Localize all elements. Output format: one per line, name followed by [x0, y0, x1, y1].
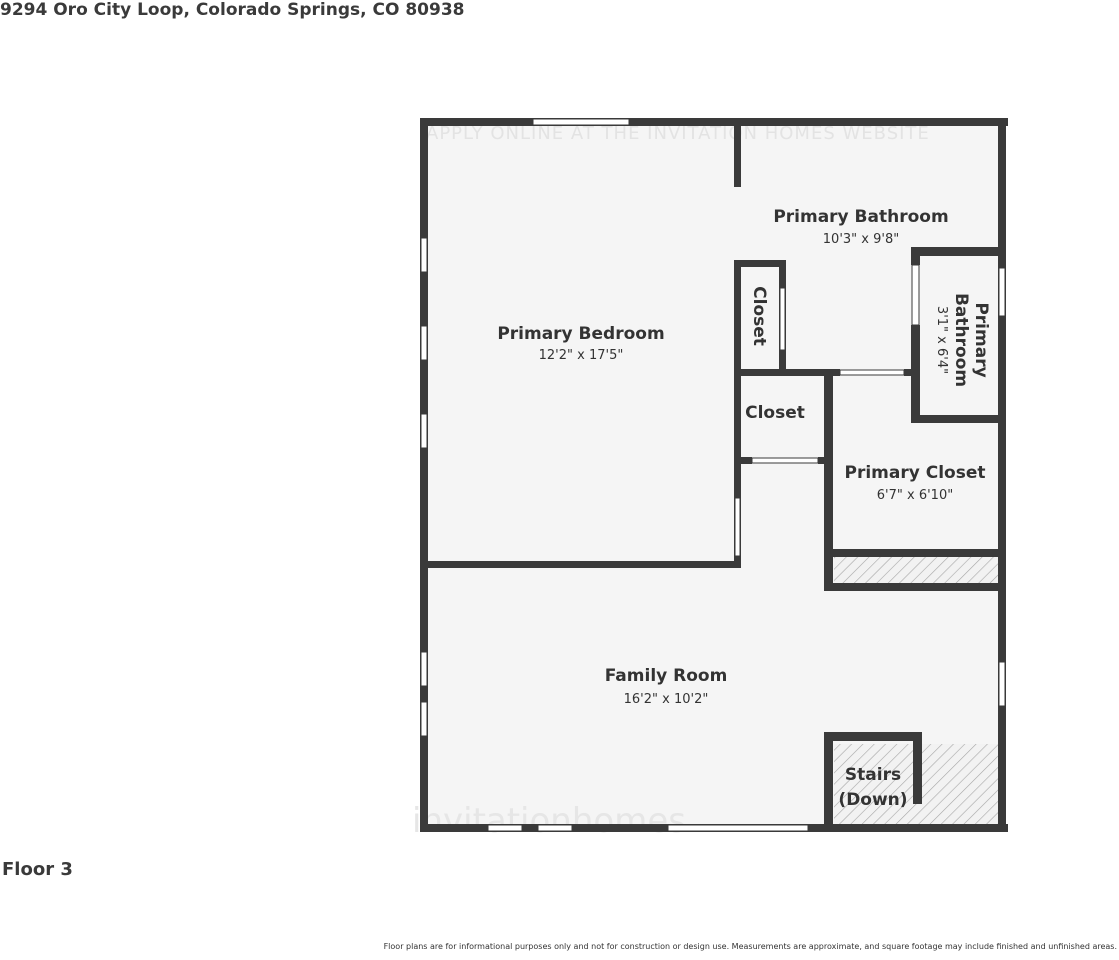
wall-closet-bottom-left [734, 457, 752, 464]
window-bottom-2 [537, 824, 573, 832]
room-name-closet: Closet [745, 403, 805, 423]
wall-top [420, 118, 1008, 126]
room-name-primary-closet: Primary Closet [845, 463, 986, 483]
window-left-3 [420, 413, 428, 449]
watermark-logo: invitationhomes [412, 801, 686, 841]
room-dims-primary-bedroom: 12'2" x 17'5" [539, 348, 624, 363]
wall-primary-closet-bottom [824, 549, 1006, 557]
room-dims-primary-bathroom: 10'3" x 9'8" [823, 232, 899, 247]
room-name-primary-bathroom: Primary Bathroom [773, 207, 948, 227]
window-left-2 [420, 325, 428, 361]
room-name-closet-vertical: Closet [749, 286, 769, 346]
wall-closet-right [824, 369, 833, 591]
wall-small-bath-bottom [911, 415, 1006, 423]
wall-small-bath-left-upper [911, 247, 920, 265]
wall-small-bath-left-lower [911, 325, 920, 423]
wall-stairs-inner [913, 732, 922, 804]
window-bottom-1 [487, 824, 523, 832]
wall-left [420, 118, 428, 832]
wall-right [998, 118, 1006, 832]
floor-area [424, 122, 1004, 828]
wall-closet-bottom-right [818, 457, 833, 464]
hatch-area-closet-shelf [834, 557, 998, 583]
opening-closet-v [779, 287, 786, 351]
opening-bedroom-right [734, 497, 741, 557]
window-right-1 [998, 267, 1006, 317]
window-left-1 [420, 237, 428, 273]
room-dims-family-room: 16'2" x 10'2" [624, 692, 709, 707]
room-name-small-bath-line1: Primary [971, 302, 991, 377]
room-name-stairs-line1: Stairs [845, 765, 901, 785]
floor-label: Floor 3 [2, 859, 73, 880]
watermark-text: APPLY ONLINE AT THE INVITATION HOMES WEB… [426, 123, 930, 144]
disclaimer-text: Floor plans are for informational purpos… [383, 942, 1117, 951]
wall-bedroom-right [734, 260, 741, 568]
room-name-family-room: Family Room [605, 666, 728, 686]
window-left-5 [420, 701, 428, 737]
opening-closet-row [839, 369, 905, 376]
room-dims-primary-closet: 6'7" x 6'10" [877, 488, 953, 503]
wall-shelf-bottom [824, 583, 1006, 591]
wall-bedroom-bath-upper [734, 126, 741, 187]
wall-stairs-top [824, 732, 922, 741]
wall-small-bath-top [911, 247, 1006, 256]
room-name-small-bath-line2: Bathroom [951, 293, 971, 387]
property-address: 9294 Oro City Loop, Colorado Springs, CO… [0, 0, 465, 20]
wall-closet-row-top [734, 369, 840, 376]
wall-bedroom-bottom [428, 561, 741, 568]
wall-stairs-left [824, 732, 833, 828]
window-bottom-3 [667, 824, 809, 832]
wall-closet-v-top [734, 260, 786, 267]
window-top-bedroom [532, 118, 630, 126]
opening-small-bath [911, 264, 920, 326]
room-name-primary-bedroom: Primary Bedroom [497, 324, 664, 344]
window-right-2 [998, 661, 1006, 707]
window-left-4 [420, 651, 428, 687]
room-name-stairs-line2: (Down) [838, 790, 907, 810]
room-dims-small-bath: 3'1" x 6'4" [934, 306, 949, 374]
opening-closet-bottom [751, 457, 819, 464]
